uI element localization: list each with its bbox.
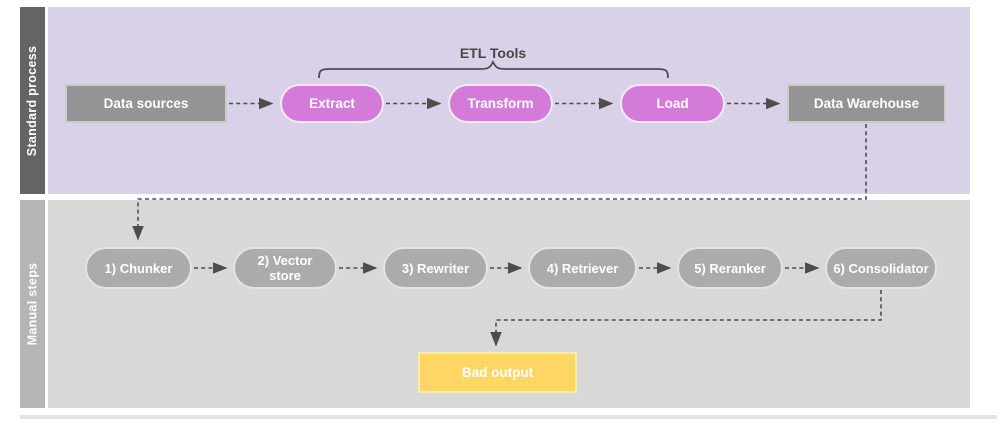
node-load-label: Load [656, 96, 689, 111]
node-vector-store-label: 2) Vector store [257, 253, 313, 283]
node-extract-label: Extract [309, 96, 355, 111]
node-data-warehouse: Data Warehouse [787, 84, 946, 123]
etl-tools-caption: ETL Tools [459, 45, 527, 61]
lane-header-manual-steps: Manual steps [20, 200, 45, 408]
lane-label-standard-process: Standard process [25, 45, 40, 156]
node-rewriter-label: 3) Rewriter [401, 260, 470, 276]
node-transform-label: Transform [467, 96, 534, 111]
node-reranker-label: 5) Reranker [694, 260, 766, 276]
node-data-sources: Data sources [65, 84, 227, 123]
node-data-warehouse-label: Data Warehouse [813, 96, 920, 111]
node-consolidator-label: 6) Consolidator [833, 260, 929, 276]
node-retriever: 4) Retriever [528, 247, 637, 289]
node-transform: Transform [448, 84, 553, 123]
node-rewriter: 3) Rewriter [383, 247, 488, 289]
node-bad-output-label: Bad output [461, 365, 534, 380]
node-bad-output: Bad output [418, 352, 577, 393]
lane-divider [20, 415, 997, 419]
node-chunker: 1) Chunker [85, 247, 192, 289]
node-extract: Extract [280, 84, 384, 123]
lane-header-standard-process: Standard process [20, 7, 45, 194]
node-load: Load [620, 84, 725, 123]
lane-label-manual-steps: Manual steps [25, 262, 40, 346]
node-vector-store: 2) Vector store [233, 247, 337, 289]
node-consolidator: 6) Consolidator [825, 247, 937, 289]
node-data-sources-label: Data sources [103, 96, 189, 111]
node-reranker: 5) Reranker [677, 247, 783, 289]
node-retriever-label: 4) Retriever [546, 260, 619, 276]
node-chunker-label: 1) Chunker [104, 260, 173, 276]
